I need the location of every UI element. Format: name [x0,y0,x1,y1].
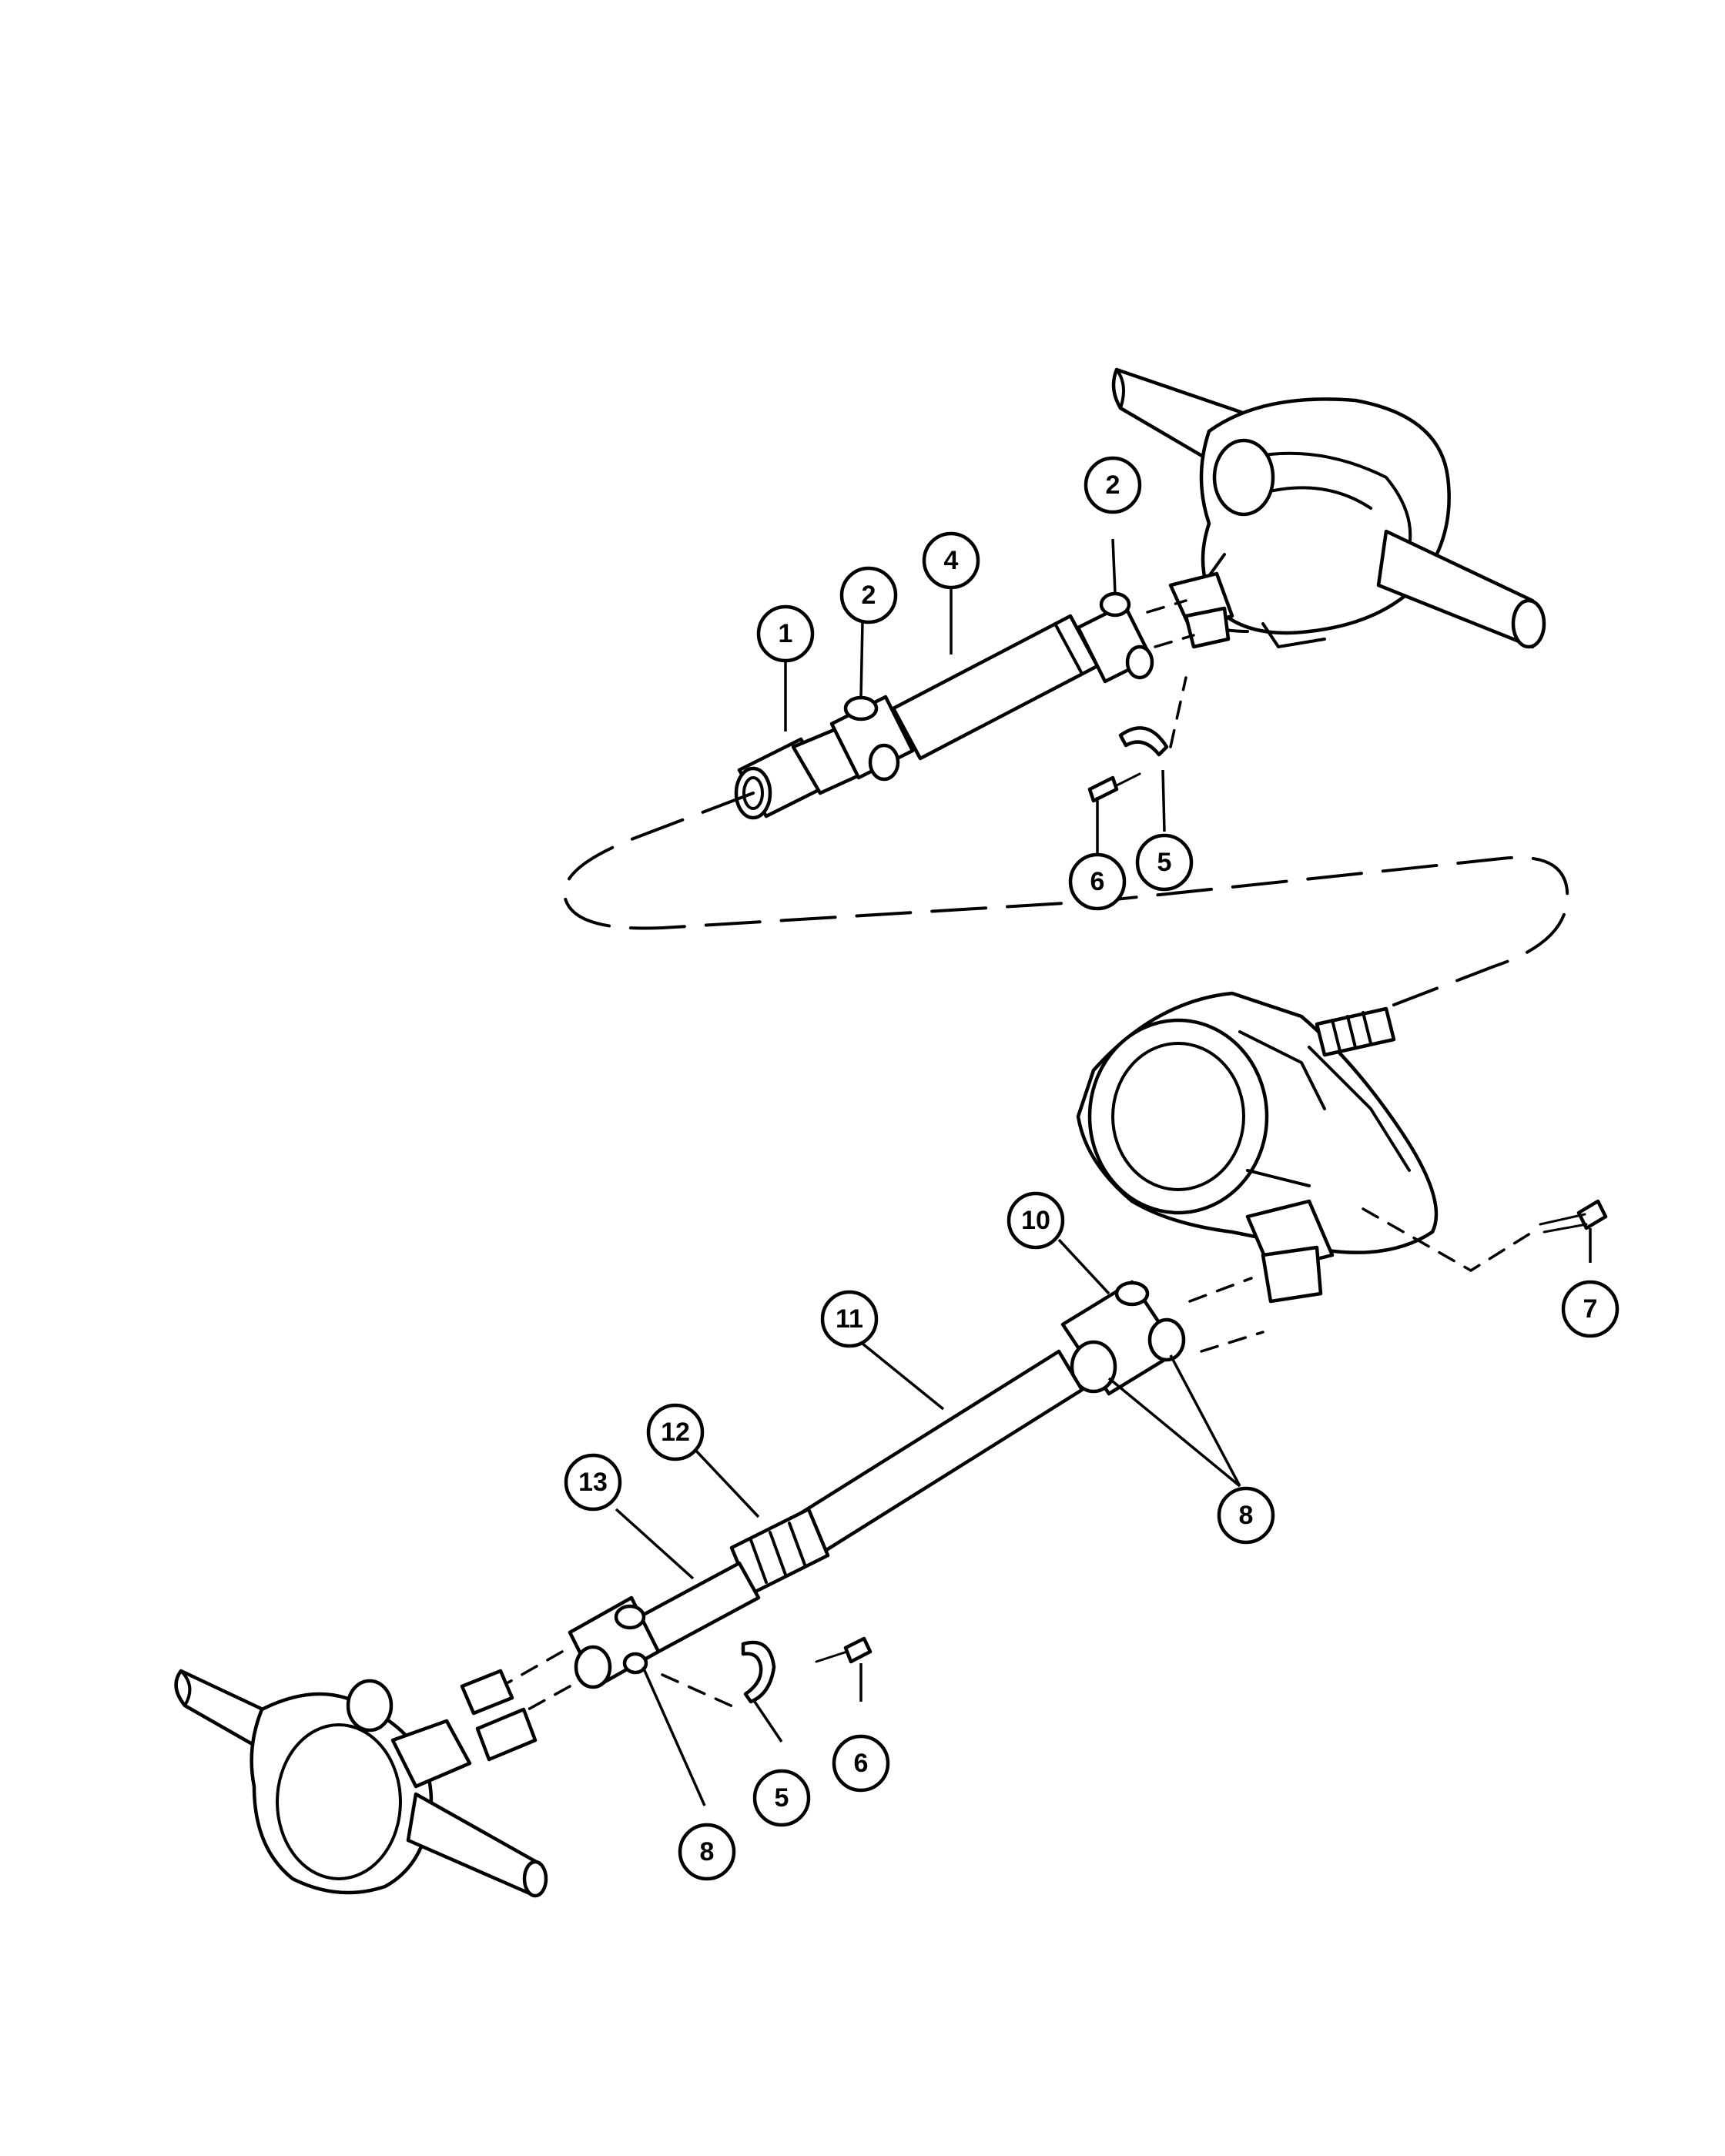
callout-6-front: 6 [832,1734,890,1793]
callout-label: 6 [854,1749,869,1778]
callout-8-front-ujoint: 8 [678,1823,736,1881]
callout-label: 4 [944,546,959,575]
callout-10: 10 [1007,1191,1065,1250]
transfer-case [1076,991,1439,1304]
front-strap-bolt [661,1636,873,1711]
callout-label: 7 [1583,1294,1598,1324]
front-axle-assembly [174,1669,548,1898]
callout-1: 1 [756,604,815,663]
callout-12: 12 [646,1403,705,1461]
callout-label: 6 [1090,867,1105,896]
rear-driveshaft [734,591,1195,820]
callout-6-rear: 6 [1068,852,1127,911]
callout-label: 2 [1106,470,1120,500]
callout-5-rear: 5 [1135,833,1194,892]
rear-strap-bolt [1087,676,1187,803]
callout-label: 5 [1157,848,1172,877]
callout-label: 8 [700,1837,715,1866]
callout-label: 2 [862,581,876,610]
callout-13: 13 [564,1453,622,1512]
connection-loop-line [563,792,1569,1006]
leader-lines [615,538,1592,1806]
callout-4: 4 [922,531,980,590]
callout-label: 11 [836,1304,863,1334]
callout-11: 11 [820,1290,879,1348]
bolt-part-7 [1362,1199,1608,1273]
callout-label: 10 [1021,1206,1050,1235]
callout-label: 5 [775,1783,789,1813]
callout-label: 12 [661,1418,690,1447]
callout-5-front: 5 [752,1769,811,1827]
callout-label: 8 [1239,1501,1254,1530]
front-driveshaft [499,1277,1264,1726]
callout-8-double-cardan: 8 [1217,1486,1275,1545]
callout-2-rear-ujoint: 2 [1084,456,1142,514]
callout-2-front-ujoint: 2 [839,566,898,624]
callout-7: 7 [1561,1280,1619,1338]
rear-axle-assembly [1111,367,1546,649]
callout-label: 13 [578,1468,608,1497]
callout-label: 1 [779,619,793,648]
